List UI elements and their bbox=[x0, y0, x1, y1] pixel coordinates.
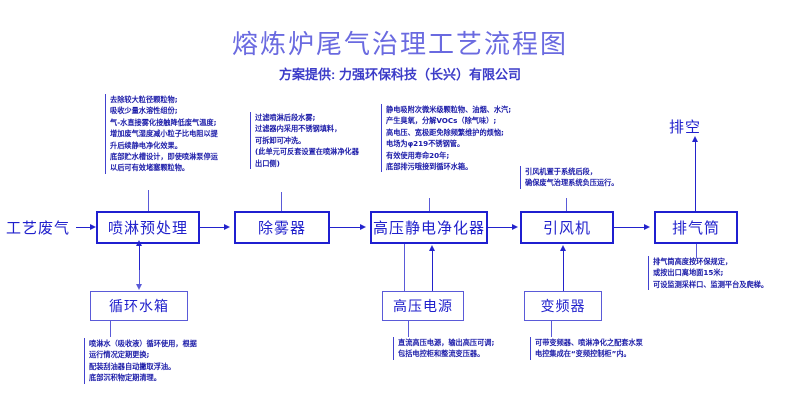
page-title: 熔炼炉尾气治理工艺流程图 bbox=[231, 30, 568, 60]
connector-esp-drain bbox=[404, 244, 405, 291]
node-circulating-water-tank[interactable]: 循环水箱 bbox=[90, 291, 188, 321]
connector-vfd-feed bbox=[563, 250, 564, 291]
connector-to-water-tank bbox=[139, 270, 140, 286]
connector-fan-to-stack bbox=[614, 227, 646, 228]
note-esp: 静电吸附次微米级颗粒物、油烟、水汽; 产生臭氧，分解VOCs（除气味）; 高电压… bbox=[381, 104, 514, 173]
arrowhead-demister-to-esp bbox=[360, 223, 366, 230]
leader-demister-note bbox=[281, 192, 282, 211]
node-spray-pretreatment[interactable]: 喷淋预处理 bbox=[96, 211, 200, 244]
leader-spray-note bbox=[148, 190, 149, 211]
connector-demister-to-esp bbox=[330, 227, 362, 228]
connector-spray-to-demister bbox=[200, 227, 226, 228]
arrowhead-inlet bbox=[90, 223, 96, 230]
node-demister[interactable]: 除雾器 bbox=[234, 211, 330, 244]
leader-esp-note bbox=[429, 198, 430, 211]
arrowhead-hv-power-feed bbox=[428, 245, 435, 251]
leader-stack-note bbox=[696, 244, 697, 258]
node-frequency-converter[interactable]: 变频器 bbox=[524, 291, 602, 321]
connector-esp-to-fan bbox=[488, 227, 514, 228]
inlet-label: 工艺废气 bbox=[6, 219, 71, 237]
leader-hv-power-note bbox=[408, 321, 409, 337]
arrowhead-vent bbox=[691, 136, 698, 142]
note-stack: 排气筒高度按环保规定， 或按出口离地面15米; 可设监测采样口、监测平台及爬梯。 bbox=[648, 256, 795, 291]
note-vfd: 可带变频器、喷淋净化之配套水泵 电控集成在“变频控制柜”内。 bbox=[530, 337, 671, 360]
page-subtitle: 方案提供: 力强环保科技（长兴）有限公司 bbox=[279, 67, 521, 82]
arrowhead-spray-to-demister bbox=[224, 223, 230, 230]
node-hv-power-supply[interactable]: 高压电源 bbox=[382, 291, 464, 321]
connector-hv-power-feed bbox=[432, 250, 433, 291]
leader-vfd-note bbox=[551, 321, 552, 337]
note-water-tank: 喷淋水（吸收液）循环使用，根据 运行情况定期更换; 配装刮油器自动撇取浮油。 底… bbox=[84, 338, 215, 384]
note-spray-pretreatment: 去除较大粒径颗粒物; 吸收少量水溶性组份; 气-水直接雾化接触降低废气温度; 增… bbox=[105, 94, 228, 174]
arrowhead-spray-water-feed bbox=[135, 240, 142, 246]
arrowhead-esp-to-fan bbox=[512, 223, 518, 230]
node-esp[interactable]: 高压静电净化器 bbox=[370, 211, 488, 244]
leader-water-tank-note bbox=[110, 321, 111, 337]
note-hv-power: 直流高压电源，输出高压可调; 包括电控柜和整流变压器。 bbox=[393, 337, 526, 360]
outlet-label: 排空 bbox=[669, 118, 702, 136]
node-exhaust-stack[interactable]: 排气筒 bbox=[654, 211, 738, 244]
node-induced-draft-fan[interactable]: 引风机 bbox=[520, 211, 614, 244]
note-fan: 引风机置于系统后段， 确保废气治理系统负压运行。 bbox=[520, 166, 657, 189]
connector-inlet-line bbox=[76, 227, 92, 228]
connector-spray-water-feed bbox=[139, 244, 140, 270]
note-demister: 过滤喷淋后段水雾; 过滤器内采用不锈钢填料， 可拆卸可冲洗。 (此单元可反套设置… bbox=[250, 112, 367, 170]
leader-fan-note bbox=[566, 198, 567, 211]
arrowhead-fan-to-stack bbox=[644, 223, 650, 230]
connector-stack-to-vent bbox=[695, 141, 696, 211]
arrowhead-vfd-feed bbox=[559, 245, 566, 251]
arrowhead-to-water-tank bbox=[135, 284, 142, 290]
